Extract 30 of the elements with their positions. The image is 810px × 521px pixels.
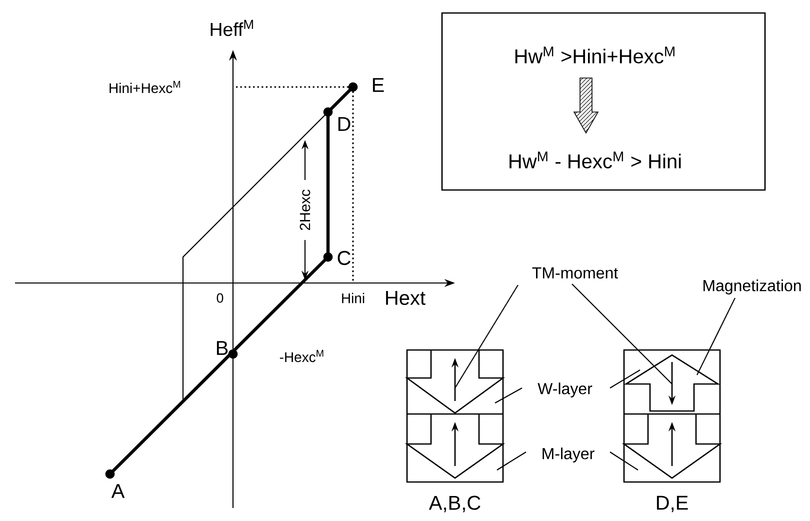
part-label: TM-moment [532,267,618,279]
part-label: Magnetization [704,280,801,294]
leader-line [454,284,518,388]
point-label: E [372,78,384,92]
value-label: Hini [342,292,364,304]
leader-line [496,452,526,470]
leader-line [610,452,638,470]
condition-text: Hw$^{M}$ - Hexc$^{M}$ > Hini [510,152,681,168]
point-label: B [216,341,228,355]
condition-box [441,12,766,191]
stack-caption: A,B,C [428,496,480,512]
part-label: M-layer [542,448,594,462]
layer-stack-drawing [404,349,506,483]
value-label: -Hexc$^{M}$ [280,350,324,362]
point-label: C [338,250,350,266]
point-label: D [338,117,350,131]
leader-line [610,370,640,388]
leader-line [696,298,736,376]
dimension-label: 2Hexc [300,190,310,230]
value-label: Hini+Hexc$^{M}$ [110,80,180,94]
point-label: A [111,484,125,498]
part-label: W-layer [538,382,592,398]
leader-line [572,284,672,384]
value-label: 0 [216,293,224,303]
stack-caption: D,E [656,496,688,512]
layer-stack-drawing [622,349,722,483]
axis-label: Hext [386,291,426,305]
leader-line [494,388,522,404]
axis-label: Heff$^{M}$ [210,20,253,36]
condition-text: Hw$^{M}$ >Hini+Hexc$^{M}$ [515,46,674,64]
